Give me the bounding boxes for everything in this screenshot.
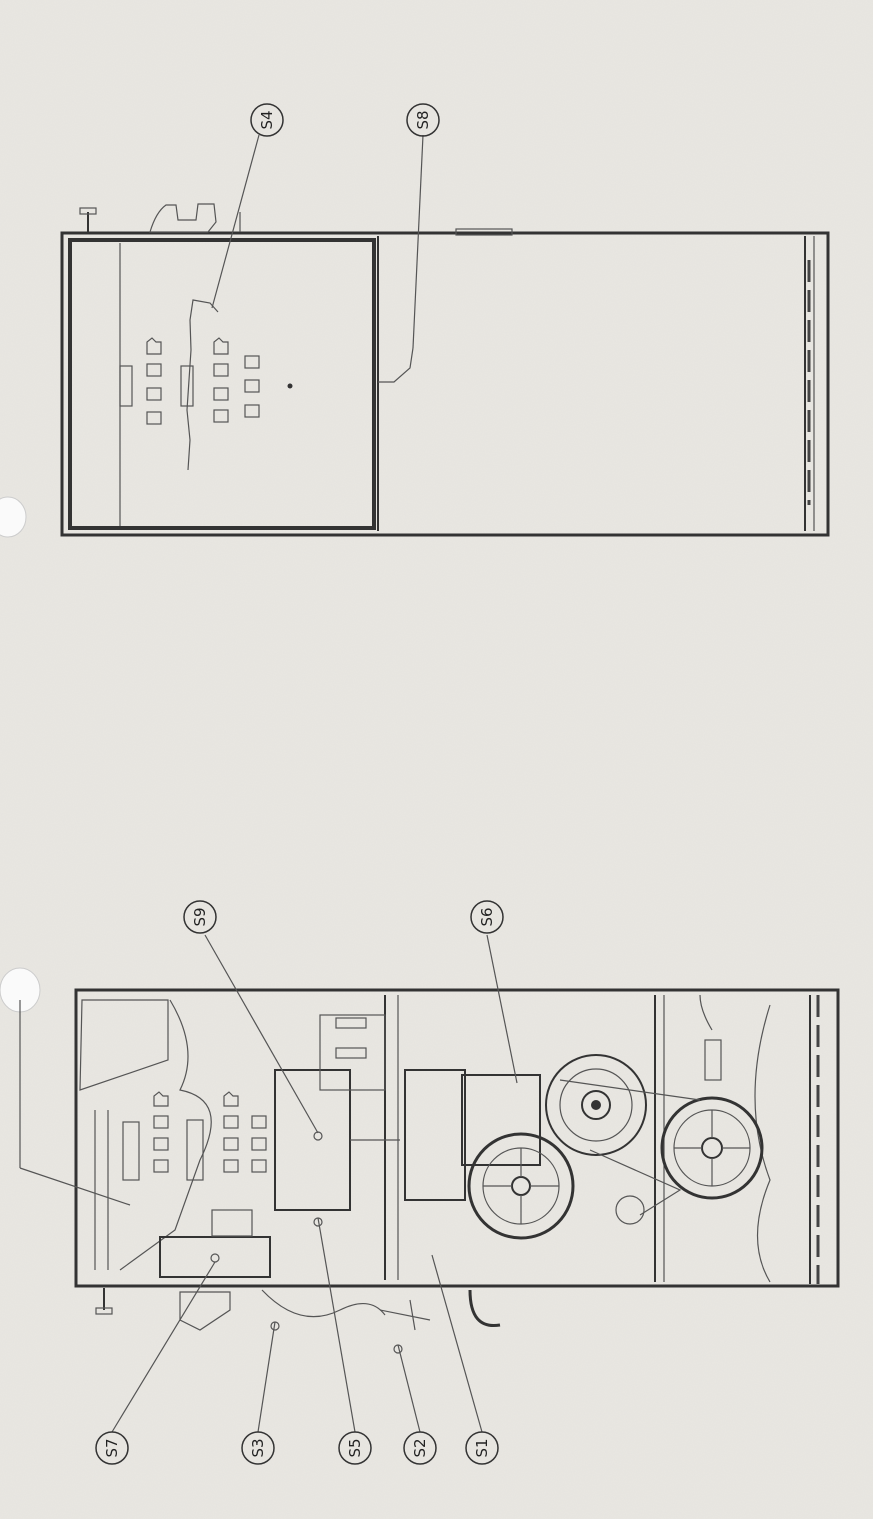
upper-top-valve [149, 203, 217, 233]
compressor-head [461, 1074, 541, 1166]
callout-s9: S9 [183, 900, 217, 934]
sensor-s5 [313, 1217, 323, 1227]
drive-belt [559, 1079, 701, 1216]
callout-s5: S5 [338, 1431, 372, 1465]
sensor-s2 [393, 1344, 403, 1354]
upper-cabinet-view [60, 134, 830, 537]
right-fitting-pipe [699, 994, 713, 1031]
punch-hole-upper [0, 496, 27, 538]
callout-s5-label: S5 [346, 1438, 364, 1457]
callout-s7: S7 [95, 1431, 129, 1465]
callout-s1-label: S1 [473, 1438, 491, 1457]
callout-s3: S3 [241, 1431, 275, 1465]
fitting-a [335, 1047, 367, 1059]
lower-vent-cap [95, 1307, 113, 1315]
upper-top-plate [455, 228, 513, 236]
leader-s2 [397, 1344, 421, 1433]
callout-s7-label: S7 [103, 1438, 121, 1457]
sensor-s9 [313, 1131, 323, 1141]
callout-s2: S2 [403, 1431, 437, 1465]
callout-s3-label: S3 [249, 1438, 267, 1457]
leader-s6 [486, 934, 518, 1084]
leader-top-item [19, 1167, 131, 1206]
fitting-b [335, 1017, 367, 1029]
junction-box [159, 1236, 271, 1278]
lower-panel-corner [79, 999, 169, 1091]
callout-s9-label: S9 [191, 907, 209, 926]
leader-s5 [317, 1217, 356, 1433]
leader-s3 [257, 1321, 276, 1433]
motor-pulley [545, 1054, 647, 1156]
callout-s8: S8 [406, 103, 440, 137]
lower-cabinet-view [19, 934, 840, 1433]
bottom-fitting [379, 1299, 431, 1331]
tension-pulley [615, 1195, 645, 1225]
sensor-s7 [210, 1253, 220, 1263]
right-fitting [704, 1039, 722, 1081]
fan-wheel [660, 1096, 764, 1200]
callout-s2-label: S2 [411, 1438, 429, 1457]
callout-s8-label: S8 [414, 110, 432, 129]
callout-s1: S1 [465, 1431, 499, 1465]
lower-control-buttons [94, 1091, 267, 1270]
callout-s6-label: S6 [478, 907, 496, 926]
leader-s7 [111, 1261, 216, 1433]
callout-s4: S4 [250, 103, 284, 137]
drain-pipe [468, 1289, 501, 1328]
junction-relay [211, 1209, 253, 1237]
upper-cabinet-outline [60, 231, 830, 537]
lower-cutaway-edge [119, 999, 212, 1271]
upper-vent-cap [79, 207, 97, 215]
lower-cabinet-outline [74, 988, 840, 1288]
leader-s8 [412, 134, 424, 349]
leader-s1 [431, 1254, 483, 1433]
compressor-body [404, 1069, 466, 1201]
callout-s6: S6 [470, 900, 504, 934]
upper-center-dot [287, 383, 293, 389]
upper-coil [319, 1014, 386, 1091]
sensor-s3 [270, 1321, 280, 1331]
lower-right-cutaway [754, 1004, 771, 1283]
bottom-pipe [261, 1289, 386, 1318]
leader-s4 [211, 134, 260, 309]
callout-s4-label: S4 [258, 110, 276, 129]
flywheel [467, 1132, 575, 1240]
leader-s9 [204, 934, 319, 1134]
upper-wire-s8 [378, 347, 414, 383]
upper-wire-s4 [186, 299, 219, 471]
upper-control-panel-door [68, 238, 376, 530]
